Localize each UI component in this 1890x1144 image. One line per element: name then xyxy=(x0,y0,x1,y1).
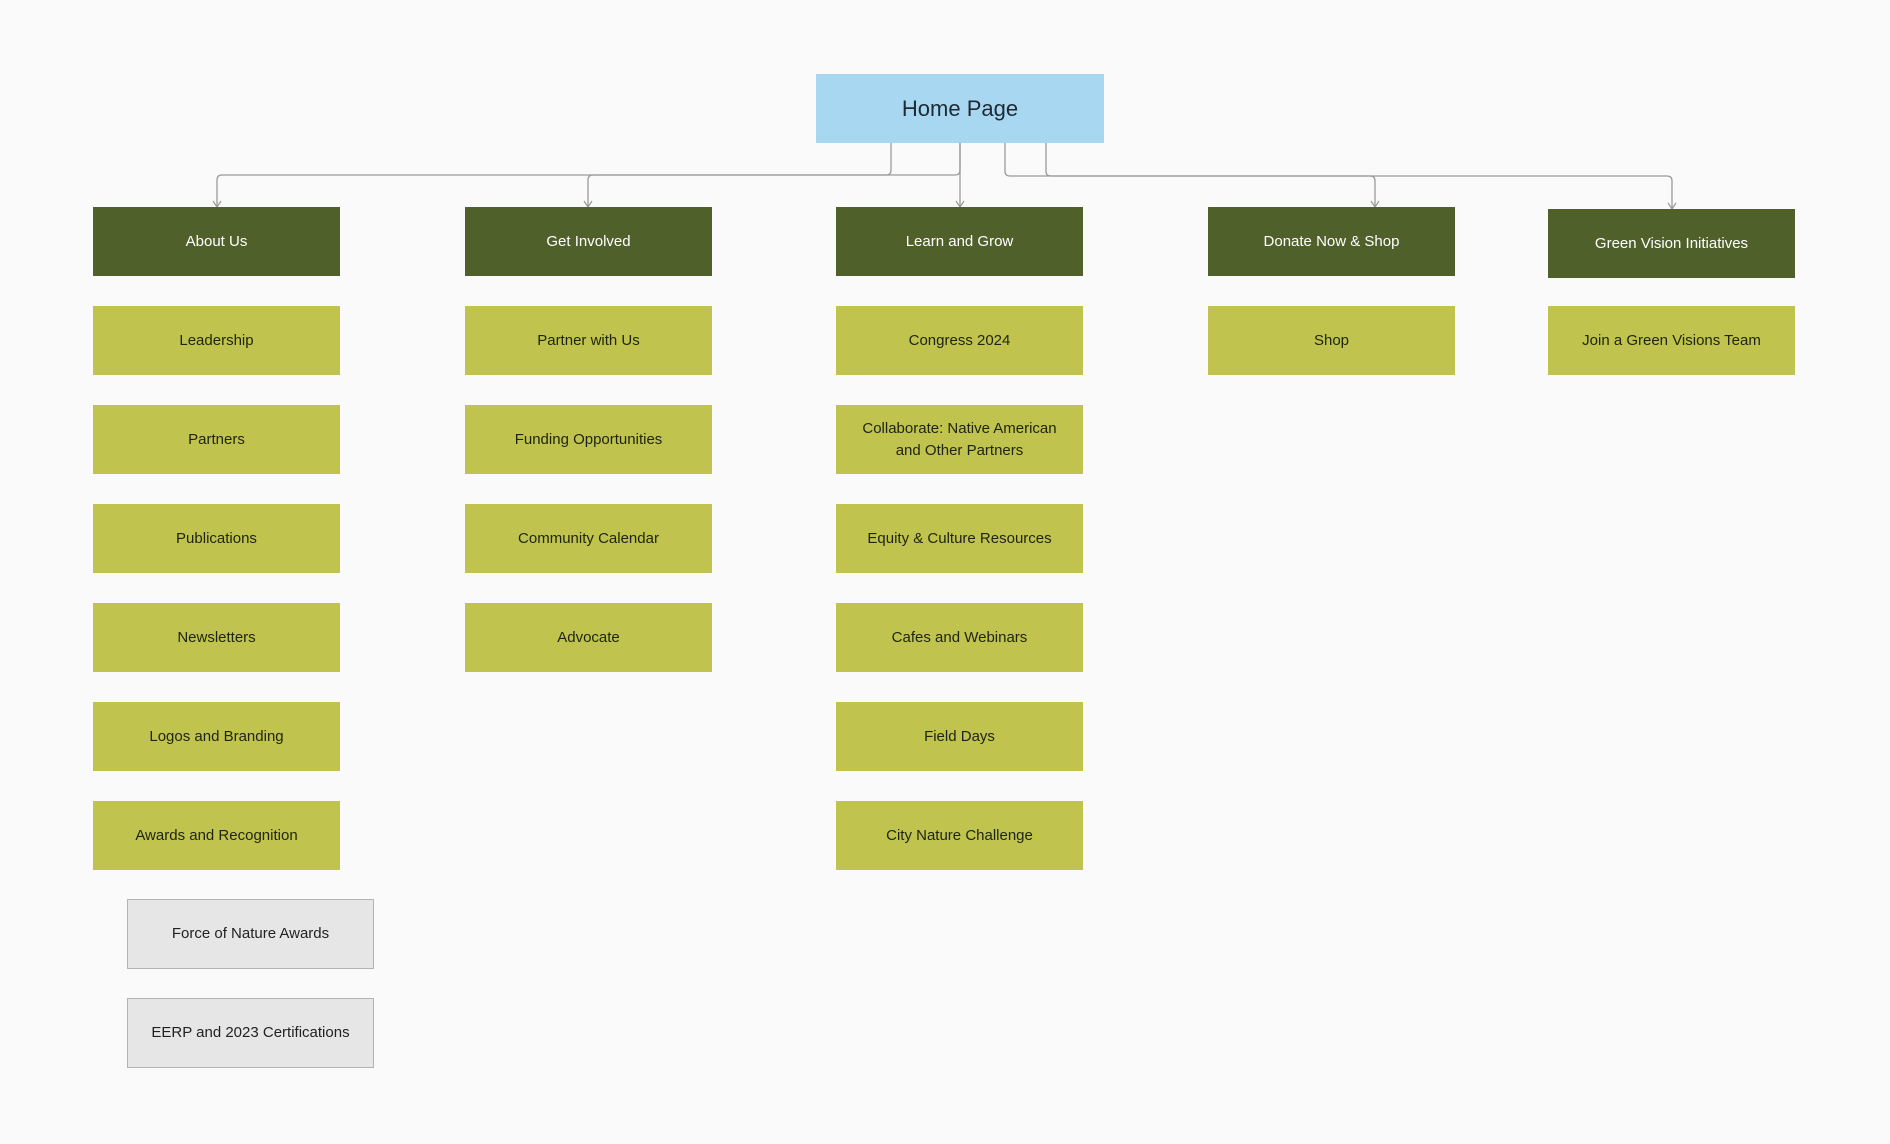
page-collaborate-partners: Collaborate: Native American and Other P… xyxy=(836,405,1083,474)
page-leadership: Leadership xyxy=(93,306,340,375)
connector-green-vision xyxy=(1045,143,1673,208)
category-about-us: About Us xyxy=(93,207,340,276)
page-shop: Shop xyxy=(1208,306,1455,375)
page-awards-and-recognition: Awards and Recognition xyxy=(93,801,340,870)
page-congress-2024: Congress 2024 xyxy=(836,306,1083,375)
page-equity-culture-resources: Equity & Culture Resources xyxy=(836,504,1083,573)
category-learn-and-grow: Learn and Grow xyxy=(836,207,1083,276)
page-partners: Partners xyxy=(93,405,340,474)
category-get-involved: Get Involved xyxy=(465,207,712,276)
page-logos-and-branding: Logos and Branding xyxy=(93,702,340,771)
page-funding-opportunities: Funding Opportunities xyxy=(465,405,712,474)
category-donate-now-shop: Donate Now & Shop xyxy=(1208,207,1455,276)
page-newsletters: Newsletters xyxy=(93,603,340,672)
connector-donate-now-shop xyxy=(1004,143,1376,206)
page-partner-with-us: Partner with Us xyxy=(465,306,712,375)
page-join-green-visions-team: Join a Green Visions Team xyxy=(1548,306,1795,375)
page-cafes-and-webinars: Cafes and Webinars xyxy=(836,603,1083,672)
connector-get-involved xyxy=(587,143,961,206)
page-city-nature-challenge: City Nature Challenge xyxy=(836,801,1083,870)
home-page-node: Home Page xyxy=(816,74,1104,143)
page-eerp-certifications: EERP and 2023 Certifications xyxy=(127,998,374,1068)
page-field-days: Field Days xyxy=(836,702,1083,771)
page-advocate: Advocate xyxy=(465,603,712,672)
page-force-of-nature-awards: Force of Nature Awards xyxy=(127,899,374,969)
connector-about-us xyxy=(216,143,892,206)
page-community-calendar: Community Calendar xyxy=(465,504,712,573)
category-green-vision-initiatives: Green Vision Initiatives xyxy=(1548,209,1795,278)
page-publications: Publications xyxy=(93,504,340,573)
